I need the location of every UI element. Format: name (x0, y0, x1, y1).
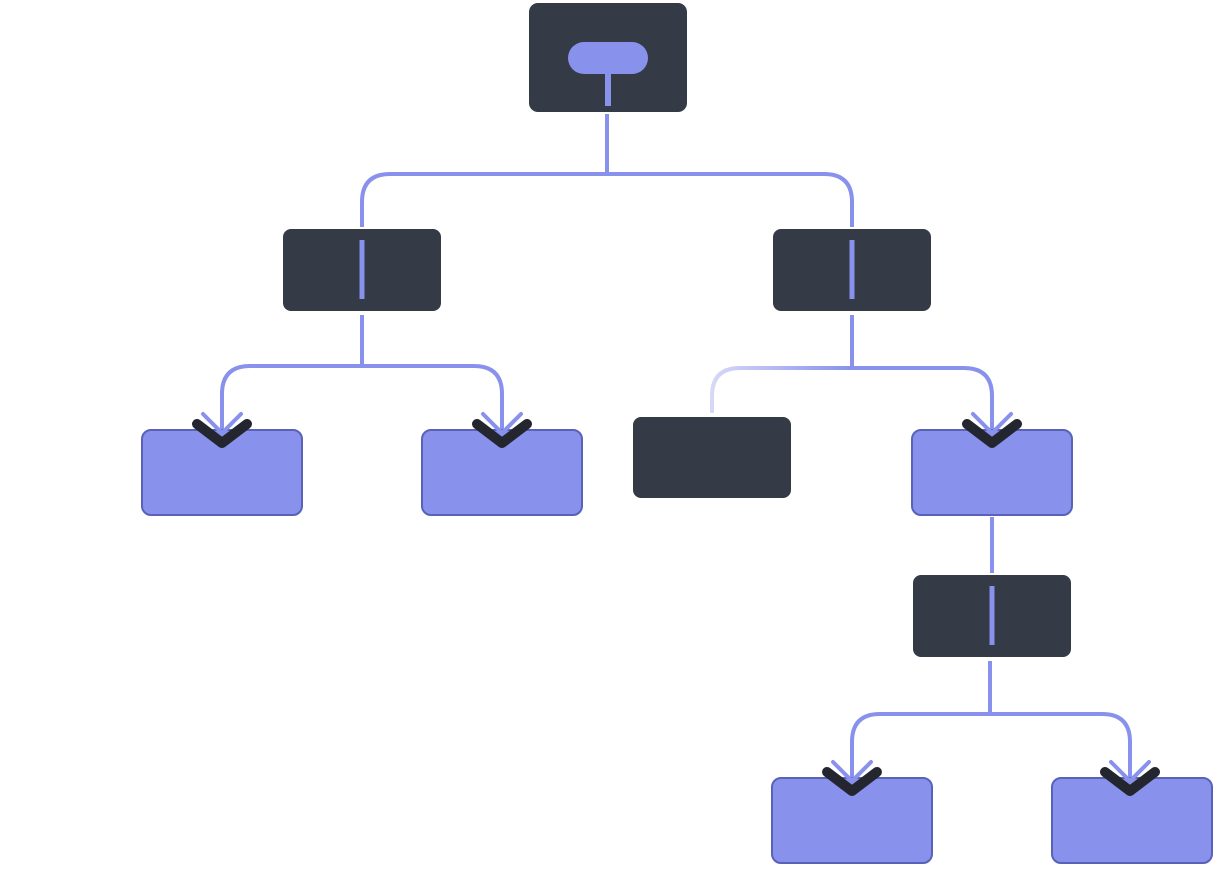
edge-right-to-inactive (710, 366, 852, 413)
arrowhead-shadow-icon (822, 767, 882, 796)
arrowhead-shadow-icon (192, 419, 252, 448)
node-leaf-2 (421, 429, 583, 516)
edge-right-to-leaf (852, 366, 994, 432)
arrowhead-icon (481, 412, 523, 436)
node-leaf-4 (771, 777, 933, 864)
arrowhead-icon (971, 412, 1013, 436)
edge-root-children (360, 172, 854, 227)
edge-sub-children (850, 712, 1132, 780)
arrowhead-shadow-icon (1100, 767, 1160, 796)
node-leaf-1 (141, 429, 303, 516)
node-inactive (633, 417, 791, 498)
arrowhead-icon (831, 760, 873, 784)
arrowhead-shadow-icon (472, 419, 532, 448)
root-inner-stem (605, 72, 611, 106)
arrowhead-icon (1109, 760, 1151, 784)
edge-left-children (220, 364, 504, 432)
arrowhead-shadow-icon (962, 419, 1022, 448)
arrowhead-icon (201, 412, 243, 436)
node-leaf-3 (911, 429, 1073, 516)
pill-connector-icon (568, 42, 648, 74)
